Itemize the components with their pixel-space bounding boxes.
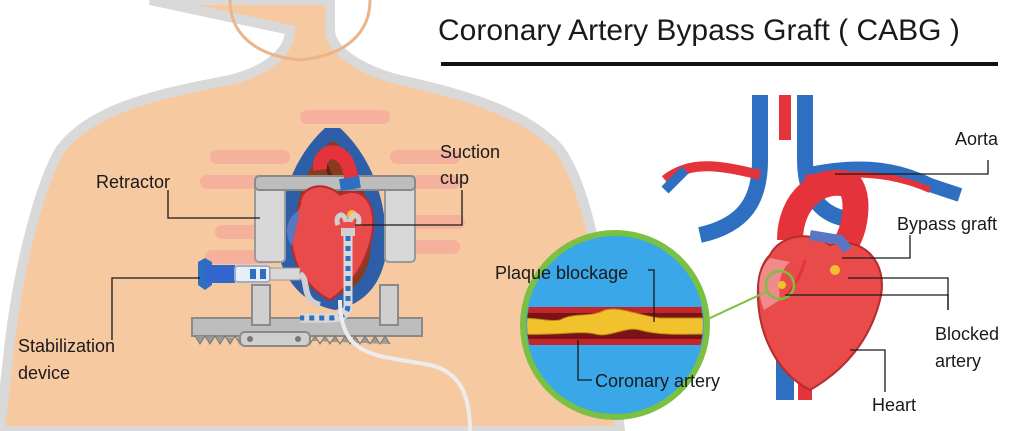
label-plaque-blockage: Plaque blockage: [495, 263, 629, 283]
label-suction-line1: Suction: [440, 142, 501, 162]
anatomical-heart: [661, 95, 963, 400]
label-blocked-line2: artery: [935, 351, 982, 371]
label-stabilization-line2: device: [18, 363, 71, 383]
magnified-view: [520, 230, 710, 420]
title-underline: [441, 62, 998, 66]
page-title: Coronary Artery Bypass Graft ( CABG ): [438, 14, 960, 47]
label-retractor: Retractor: [96, 172, 171, 192]
label-aorta: Aorta: [955, 129, 999, 149]
label-bypass-graft: Bypass graft: [897, 214, 998, 234]
label-stabilization-line1: Stabilization: [18, 336, 116, 356]
stabilization-device: [198, 258, 322, 308]
label-heart: Heart: [872, 395, 917, 415]
label-coronary-artery: Coronary artery: [595, 371, 721, 391]
label-blocked-line1: Blocked: [935, 324, 1000, 344]
suction-cup-device: [300, 212, 472, 431]
retractor-device: [191, 175, 423, 347]
leader-lines: [111, 160, 989, 392]
label-suction-line2: cup: [440, 168, 470, 188]
